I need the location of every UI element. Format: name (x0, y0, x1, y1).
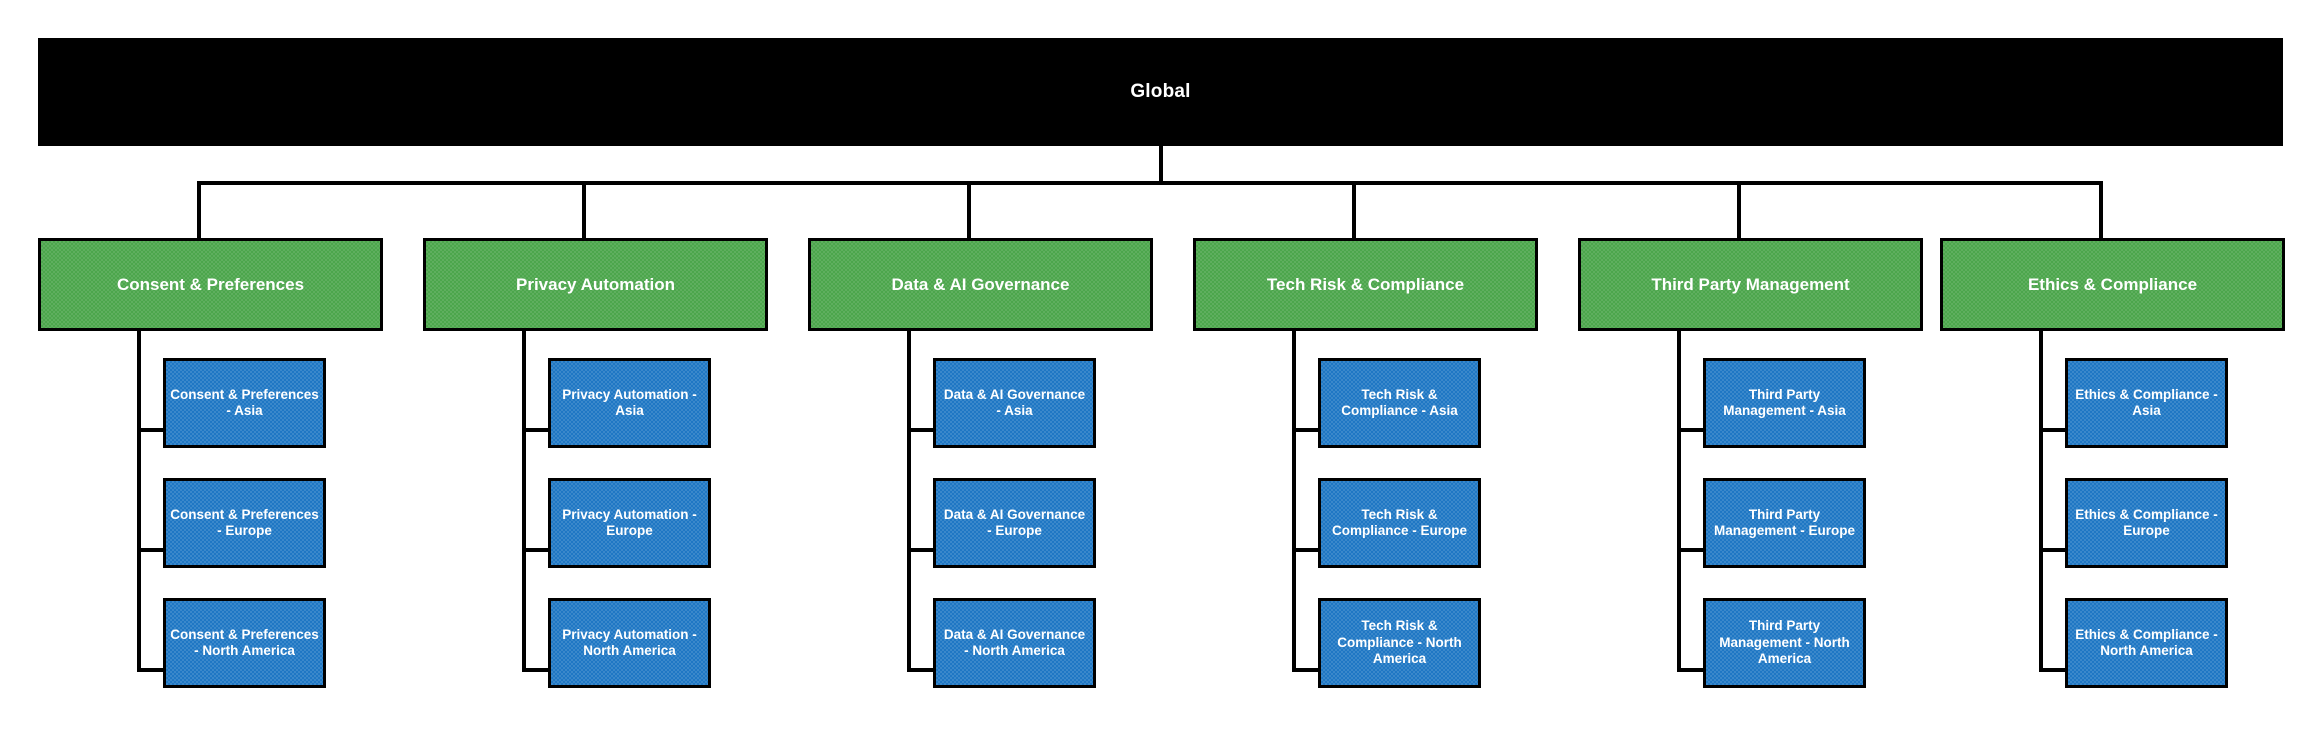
region-node[interactable]: Ethics & Compliance - Asia (2065, 358, 2228, 448)
region-node-label: Privacy Automation - Europe (562, 506, 697, 538)
connector-region-stub-4-0 (1677, 428, 1707, 432)
region-node[interactable]: Data & AI Governance - North America (933, 598, 1096, 688)
department-node[interactable]: Consent & Preferences (38, 238, 383, 331)
region-node[interactable]: Privacy Automation - Asia (548, 358, 711, 448)
region-node-label: Consent & Preferences - North America (170, 626, 319, 658)
connector-region-stub-1-2 (522, 668, 552, 672)
connector-level1-bus (197, 181, 2103, 185)
connector-department-spine-0 (137, 331, 141, 672)
region-node-label: Third Party Management - Asia (1723, 386, 1846, 418)
region-node-label: Ethics & Compliance - Asia (2075, 386, 2218, 418)
connector-region-stub-0-1 (137, 548, 167, 552)
connector-department-drop-0 (197, 181, 201, 238)
connector-department-spine-4 (1677, 331, 1681, 672)
connector-region-stub-1-1 (522, 548, 552, 552)
region-node[interactable]: Consent & Preferences - Europe (163, 478, 326, 568)
connector-department-drop-4 (1737, 181, 1741, 238)
region-node[interactable]: Consent & Preferences - Asia (163, 358, 326, 448)
region-node[interactable]: Tech Risk & Compliance - Europe (1318, 478, 1481, 568)
connector-region-stub-3-0 (1292, 428, 1322, 432)
department-node-label: Ethics & Compliance (2027, 274, 2198, 294)
region-node[interactable]: Third Party Management - Europe (1703, 478, 1866, 568)
region-node-label: Third Party Management - Europe (1713, 506, 1856, 538)
region-node-label: Ethics & Compliance - North America (2075, 626, 2218, 658)
department-node-label: Consent & Preferences (116, 274, 305, 294)
department-node[interactable]: Data & AI Governance (808, 238, 1153, 331)
region-node[interactable]: Privacy Automation - North America (548, 598, 711, 688)
department-node-label: Third Party Management (1651, 274, 1850, 294)
department-node-label: Privacy Automation (515, 274, 676, 294)
department-node-label: Tech Risk & Compliance (1266, 274, 1465, 294)
region-node[interactable]: Data & AI Governance - Asia (933, 358, 1096, 448)
connector-department-drop-5 (2099, 181, 2103, 238)
department-node[interactable]: Privacy Automation (423, 238, 768, 331)
connector-department-drop-2 (967, 181, 971, 238)
department-node[interactable]: Tech Risk & Compliance (1193, 238, 1538, 331)
connector-region-stub-1-0 (522, 428, 552, 432)
region-node-label: Data & AI Governance - North America (943, 626, 1086, 658)
connector-region-stub-0-2 (137, 668, 167, 672)
region-node[interactable]: Ethics & Compliance - Europe (2065, 478, 2228, 568)
connector-region-stub-3-1 (1292, 548, 1322, 552)
region-node[interactable]: Ethics & Compliance - North America (2065, 598, 2228, 688)
region-node[interactable]: Tech Risk & Compliance - North America (1318, 598, 1481, 688)
region-node-label: Third Party Management - North America (1719, 618, 1850, 667)
connector-region-stub-2-0 (907, 428, 937, 432)
region-node-label: Privacy Automation - Asia (562, 386, 697, 418)
connector-region-stub-3-2 (1292, 668, 1322, 672)
region-node[interactable]: Consent & Preferences - North America (163, 598, 326, 688)
region-node[interactable]: Third Party Management - Asia (1703, 358, 1866, 448)
connector-region-stub-4-1 (1677, 548, 1707, 552)
department-node[interactable]: Third Party Management (1578, 238, 1923, 331)
connector-region-stub-0-0 (137, 428, 167, 432)
connector-region-stub-5-1 (2039, 548, 2069, 552)
connector-region-stub-2-2 (907, 668, 937, 672)
department-node-label: Data & AI Governance (891, 274, 1070, 294)
region-node[interactable]: Data & AI Governance - Europe (933, 478, 1096, 568)
connector-department-spine-1 (522, 331, 526, 672)
region-node[interactable]: Third Party Management - North America (1703, 598, 1866, 688)
root-node-global[interactable]: Global (38, 38, 2283, 146)
region-node-label: Privacy Automation - North America (562, 626, 697, 658)
region-node-label: Data & AI Governance - Asia (943, 386, 1086, 418)
connector-department-spine-3 (1292, 331, 1296, 672)
region-node[interactable]: Tech Risk & Compliance - Asia (1318, 358, 1481, 448)
connector-root-stem (1158, 146, 1163, 185)
region-node[interactable]: Privacy Automation - Europe (548, 478, 711, 568)
region-node-label: Tech Risk & Compliance - Europe (1331, 506, 1468, 538)
connector-region-stub-2-1 (907, 548, 937, 552)
connector-region-stub-4-2 (1677, 668, 1707, 672)
region-node-label: Data & AI Governance - Europe (943, 506, 1086, 538)
connector-region-stub-5-0 (2039, 428, 2069, 432)
connector-department-drop-3 (1352, 181, 1356, 238)
department-node[interactable]: Ethics & Compliance (1940, 238, 2285, 331)
region-node-label: Tech Risk & Compliance - North America (1337, 618, 1462, 667)
region-node-label: Consent & Preferences - Asia (170, 386, 319, 418)
connector-region-stub-5-2 (2039, 668, 2069, 672)
connector-department-spine-2 (907, 331, 911, 672)
root-node-label: Global (1130, 81, 1191, 103)
region-node-label: Consent & Preferences - Europe (170, 506, 319, 538)
region-node-label: Tech Risk & Compliance - Asia (1341, 386, 1458, 418)
connector-department-drop-1 (582, 181, 586, 238)
connector-department-spine-5 (2039, 331, 2043, 672)
region-node-label: Ethics & Compliance - Europe (2075, 506, 2218, 538)
